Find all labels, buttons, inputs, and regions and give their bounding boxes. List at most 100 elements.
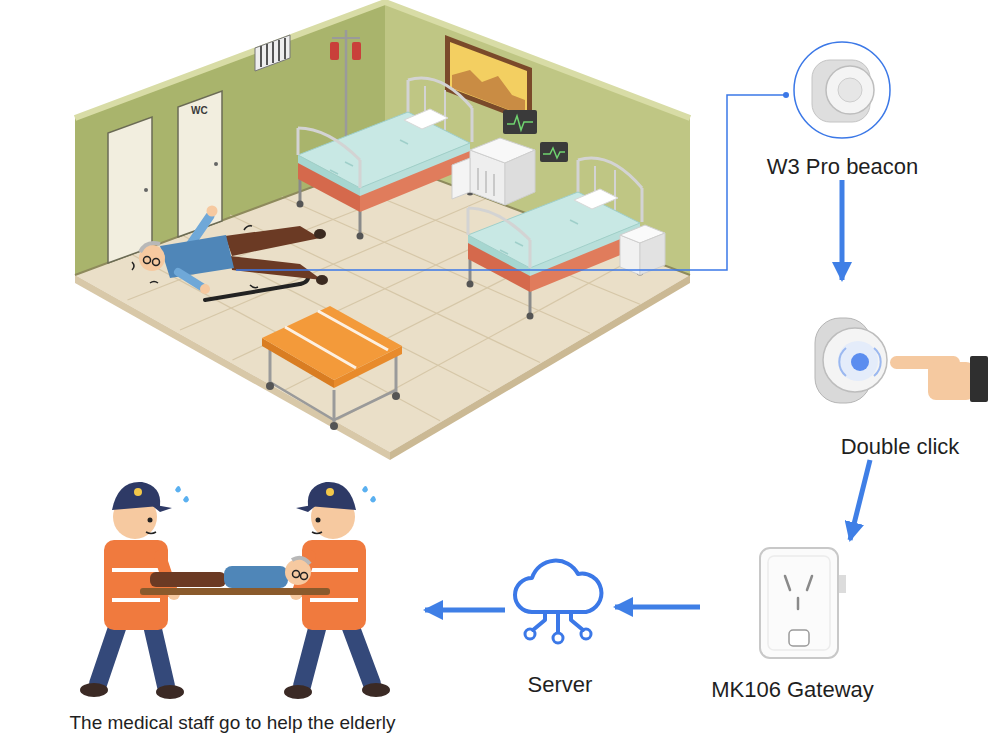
fallen-patient xyxy=(200,284,210,294)
double-click-icon xyxy=(823,328,887,392)
medical-staff-illustration xyxy=(362,486,376,503)
gateway-icon xyxy=(789,630,809,646)
double-click-icon xyxy=(839,348,880,376)
room-stretcher xyxy=(330,422,338,430)
gateway-icon xyxy=(785,576,812,609)
medical-staff-illustration xyxy=(292,558,310,564)
fallen-patient xyxy=(225,226,320,256)
fallen-patient xyxy=(132,226,258,288)
room-stretcher xyxy=(269,348,272,382)
monitor-machine xyxy=(543,148,565,158)
fallen-patient xyxy=(160,235,234,278)
room-stretcher xyxy=(262,306,402,380)
step-label: Server xyxy=(528,672,593,698)
flow-arrow xyxy=(615,605,700,610)
medical-staff-illustration xyxy=(316,518,321,523)
fallen-patient xyxy=(144,257,151,264)
room-stretcher xyxy=(395,356,398,392)
flow-arrow xyxy=(850,460,870,540)
wall-vent xyxy=(255,35,290,71)
double-click-icon xyxy=(928,362,974,400)
room-stretcher xyxy=(266,382,274,390)
step-label: W3 Pro beacon xyxy=(767,154,919,180)
doors xyxy=(108,91,222,263)
iv-stand xyxy=(330,42,339,60)
fallen-patient xyxy=(207,206,218,217)
medical-staff-illustration xyxy=(224,566,288,588)
monitor-machine xyxy=(503,110,537,134)
fallen-patient xyxy=(230,256,322,280)
double-click-icon xyxy=(815,318,988,403)
leader-line xyxy=(783,92,789,98)
flow-step: MK106 Gateway xyxy=(700,540,885,703)
cloud-server-icon xyxy=(533,612,545,630)
medical-staff-illustration xyxy=(302,625,318,686)
medical-staff-illustration xyxy=(326,488,334,496)
medical-staff-illustration xyxy=(293,571,300,578)
beacon-icon xyxy=(838,78,862,102)
beds xyxy=(297,78,474,240)
medical-staff-illustration xyxy=(362,683,390,697)
medical-staff-illustration xyxy=(150,572,226,587)
medical-staff-illustration xyxy=(156,685,184,699)
gateway-icon xyxy=(768,556,830,650)
gateway-icon xyxy=(838,575,846,593)
room-stretcher xyxy=(392,392,400,400)
medical-staff-illustration xyxy=(301,573,308,580)
fallen-patient xyxy=(316,275,328,285)
fallen-patient xyxy=(153,259,160,266)
flow-step: Server xyxy=(505,565,615,698)
flow-arrow xyxy=(840,180,845,280)
gateway-icon xyxy=(760,548,838,658)
connectors xyxy=(425,180,870,610)
doors xyxy=(144,188,148,192)
iv-stand xyxy=(352,42,361,60)
leader-line xyxy=(236,95,786,270)
doors xyxy=(178,91,222,237)
step-label: The medical staff go to help the elderly xyxy=(69,712,395,735)
room xyxy=(75,2,690,460)
step-label: Double click xyxy=(841,434,960,460)
room-stretcher xyxy=(270,382,396,420)
iv-stand xyxy=(332,37,360,39)
wall-vent xyxy=(255,35,290,71)
cloud-server-icon xyxy=(581,629,591,639)
room-stretcher xyxy=(262,306,402,430)
medical-staff-illustration xyxy=(146,532,156,534)
monitor-machine xyxy=(478,168,494,196)
gateway-icon xyxy=(760,548,846,658)
flow-step: W3 Pro beacon xyxy=(759,30,927,180)
double-click-icon xyxy=(851,353,869,371)
step-label: MK106 Gateway xyxy=(711,677,874,703)
fallen-patient xyxy=(314,229,326,239)
fallen-patient xyxy=(178,272,202,287)
medical-staff-illustration xyxy=(80,482,390,699)
room-stretcher xyxy=(333,390,336,422)
flow-step: Double click xyxy=(805,280,995,460)
cloud-server-icon xyxy=(553,633,563,643)
leader-line xyxy=(236,92,789,270)
monitor-machine xyxy=(505,150,535,205)
nightstand xyxy=(620,225,665,275)
monitor-machine xyxy=(452,158,470,199)
beacon-icon xyxy=(794,42,890,138)
doors xyxy=(108,117,152,263)
fallen-patient xyxy=(140,243,160,252)
medical-staff-illustration xyxy=(284,685,312,699)
double-click-icon xyxy=(970,356,988,402)
beds xyxy=(297,78,644,320)
doors xyxy=(214,162,218,166)
medical-staff-illustration xyxy=(80,683,108,697)
cloud-server-icon xyxy=(556,612,560,632)
door-sign: WC xyxy=(191,106,208,116)
flow-step: The medical staff go to help the elderly xyxy=(40,470,425,735)
room xyxy=(75,2,690,118)
cloud-server-icon xyxy=(525,629,535,639)
medical-staff-illustration xyxy=(152,625,166,686)
medical-staff-illustration xyxy=(296,504,318,512)
medical-staff-illustration xyxy=(140,588,330,595)
